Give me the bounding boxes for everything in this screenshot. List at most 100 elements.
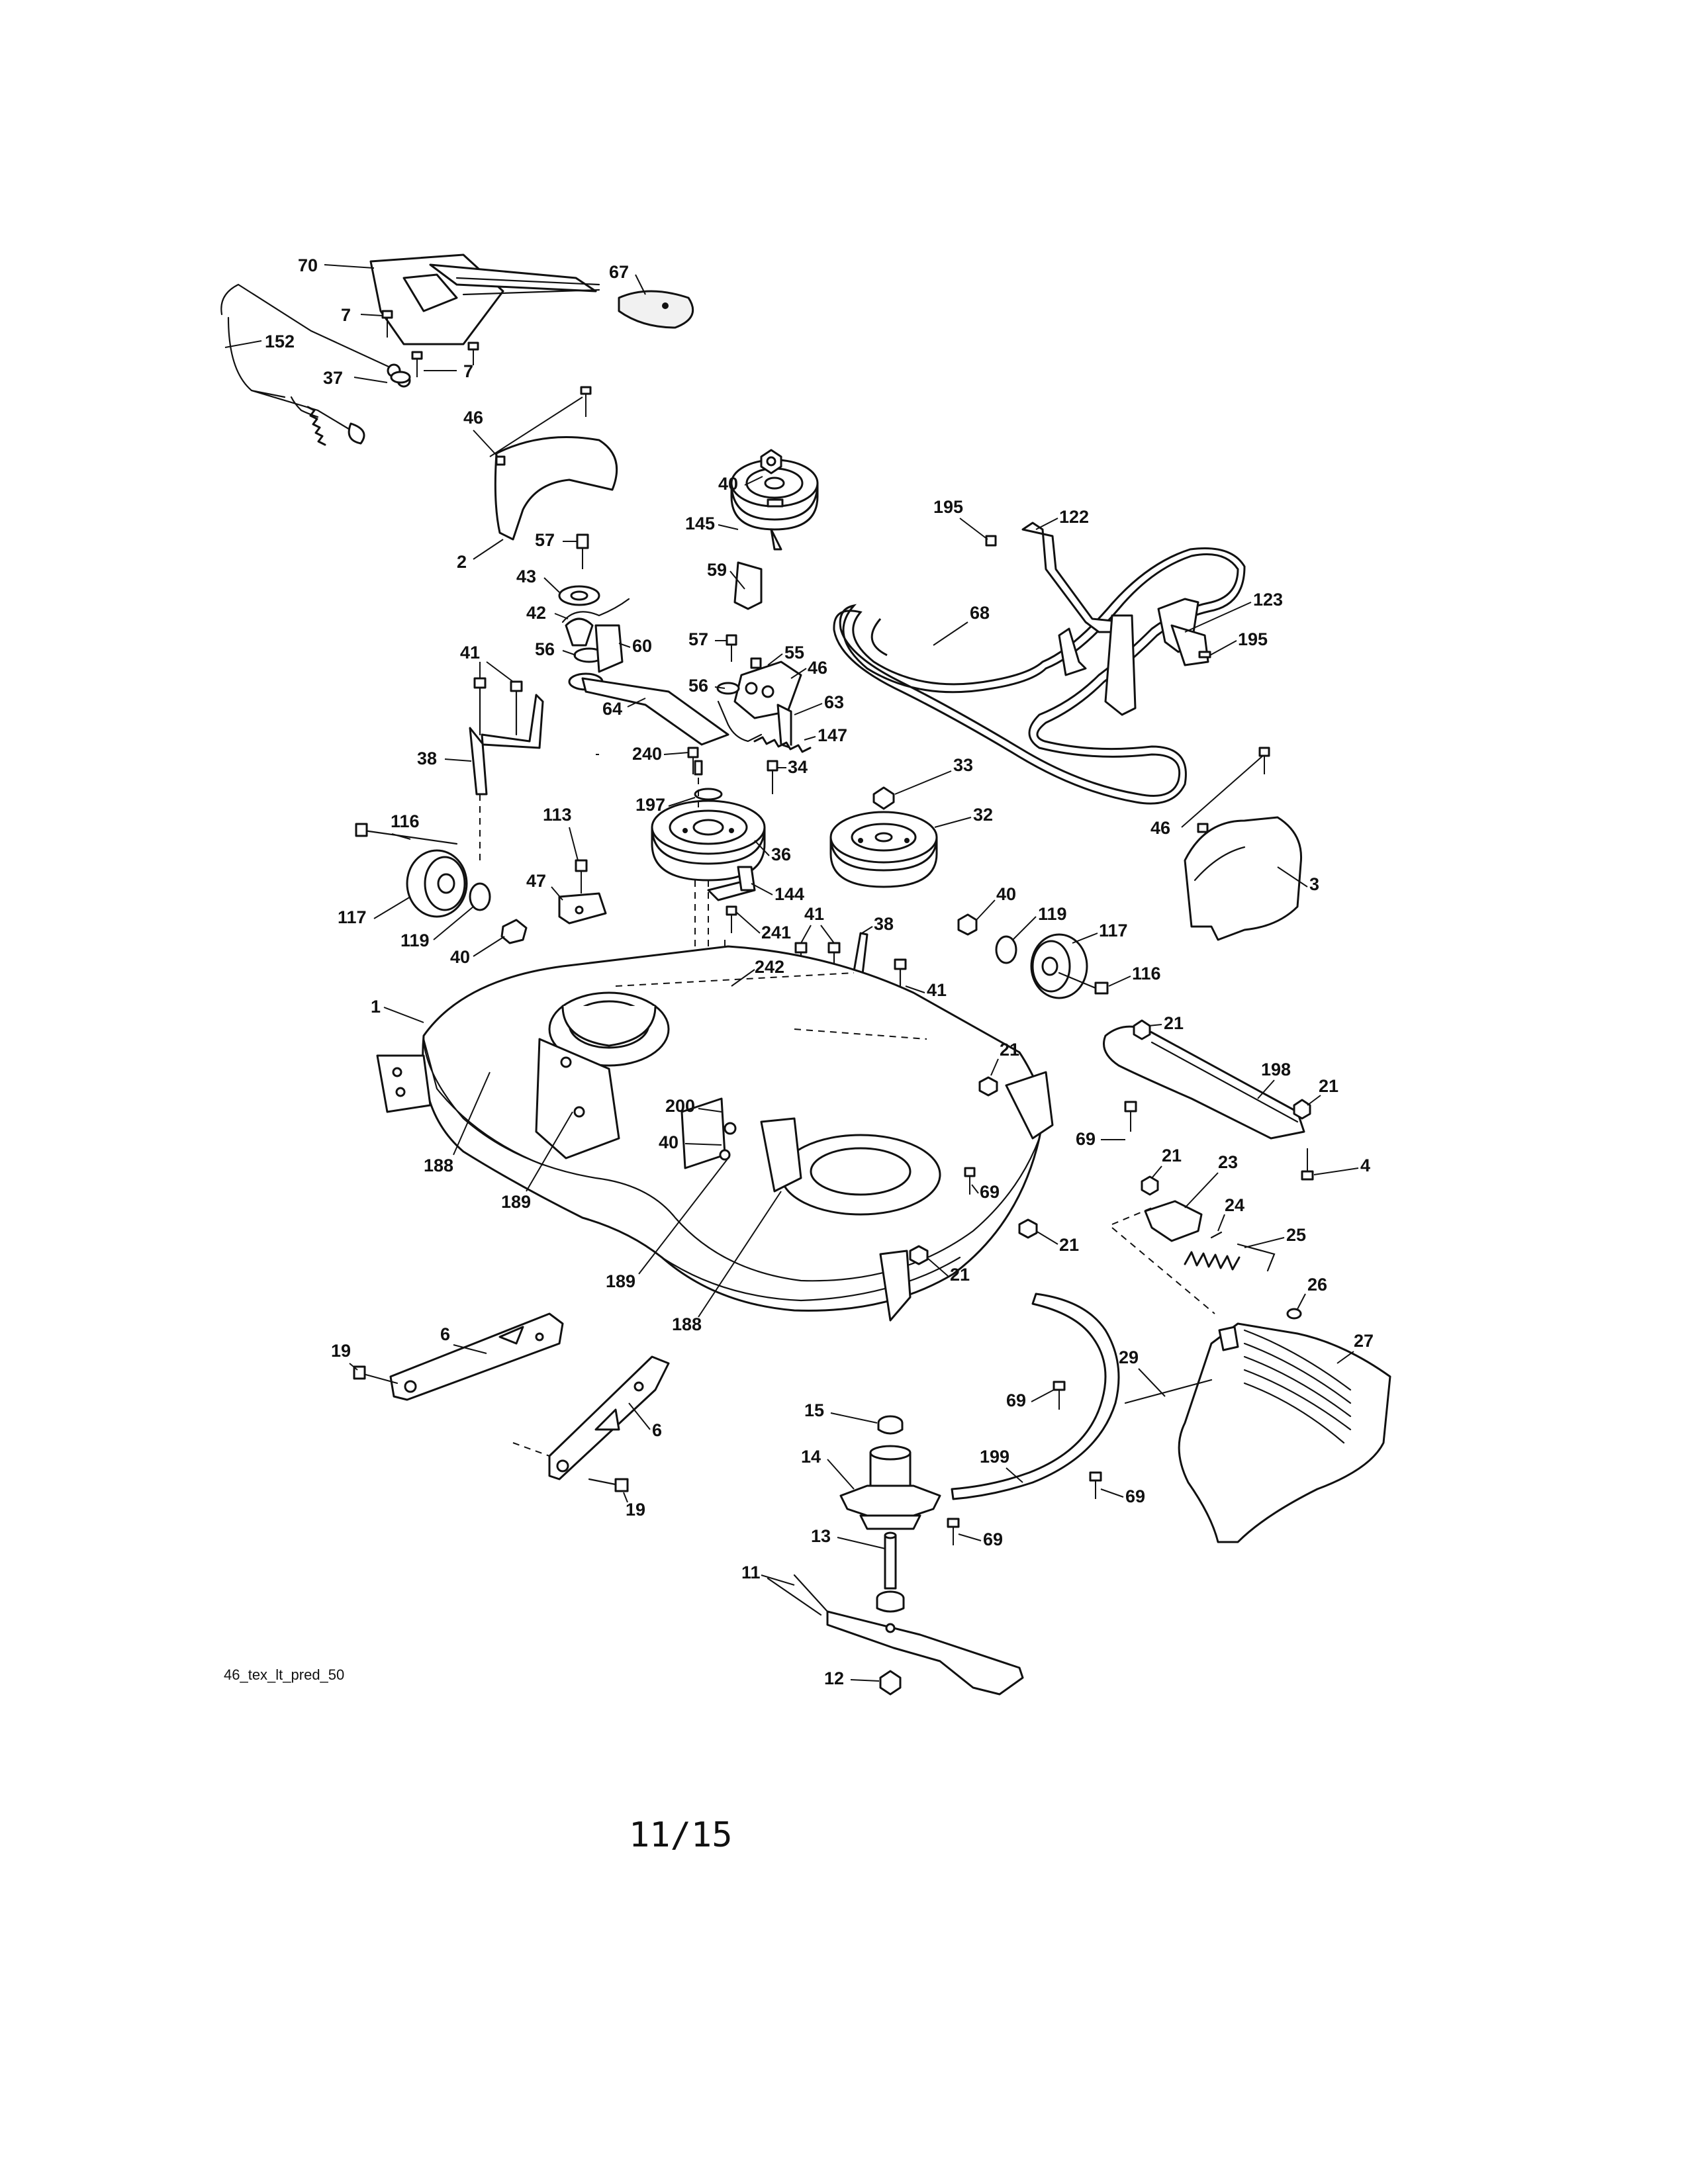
callout-56: 56: [688, 676, 708, 696]
callout-46: 46: [808, 658, 827, 678]
callout-36: 36: [771, 844, 791, 864]
callout-21: 21: [1319, 1076, 1338, 1096]
callout-119: 119: [1038, 904, 1067, 924]
bolt-7-c: [467, 341, 479, 365]
callout-70: 70: [298, 255, 318, 275]
callout-117: 117: [338, 907, 367, 927]
callout-24: 24: [1225, 1195, 1244, 1215]
deck-arm-6-lower: [512, 1355, 670, 1492]
callout-46: 46: [463, 408, 483, 428]
callout-55: 55: [784, 643, 804, 662]
callout-63: 63: [824, 692, 844, 712]
callout-189: 189: [501, 1192, 531, 1212]
callout-200: 200: [665, 1096, 695, 1116]
callout-21: 21: [1164, 1013, 1184, 1033]
belt-guides-122-123: [985, 522, 1211, 716]
callout-1: 1: [371, 997, 381, 1017]
callout-14: 14: [801, 1447, 821, 1467]
callout-2: 2: [457, 552, 467, 572]
drawing-code: 46_tex_lt_pred_50: [224, 1666, 344, 1683]
callout-197: 197: [635, 795, 665, 815]
callout-37: 37: [323, 368, 343, 388]
callout-40: 40: [718, 474, 738, 494]
callout-242: 242: [755, 957, 784, 977]
callout-147: 147: [818, 725, 847, 745]
gauge-wheel-left: [355, 823, 528, 944]
callout-240: 240: [632, 744, 662, 764]
callout-241: 241: [761, 923, 791, 942]
callout-4: 4: [1360, 1156, 1370, 1175]
callout-67: 67: [609, 262, 629, 282]
callout-38: 38: [874, 914, 894, 934]
callout-6: 6: [652, 1420, 662, 1440]
spindle-assembly: [767, 1415, 1024, 1696]
callout-59: 59: [707, 560, 727, 580]
callout-189: 189: [606, 1271, 635, 1291]
callout-21: 21: [1162, 1146, 1182, 1165]
bolt-7-a: [381, 310, 393, 338]
gauge-wheel-right: [957, 913, 1109, 999]
callout-15: 15: [804, 1400, 824, 1420]
bracket-59-55-63: [717, 561, 802, 749]
nut-40-top: [760, 449, 782, 475]
callout-122: 122: [1059, 507, 1089, 527]
callout-23: 23: [1218, 1152, 1238, 1172]
callout-3: 3: [1309, 874, 1319, 894]
adjustment-bolts-41-38-left: [469, 677, 599, 860]
callout-69: 69: [1125, 1486, 1145, 1506]
callout-21: 21: [1059, 1235, 1079, 1255]
deck-belt-68: [833, 547, 1246, 805]
callout-7: 7: [463, 361, 473, 381]
callout-42: 42: [526, 603, 546, 623]
callout-69: 69: [1076, 1129, 1096, 1149]
callout-47: 47: [526, 871, 546, 891]
callout-38: 38: [417, 749, 437, 768]
spring-147: [753, 736, 812, 753]
callout-19: 19: [626, 1500, 645, 1520]
callout-188: 188: [424, 1156, 453, 1175]
callout-116: 116: [391, 811, 420, 831]
baffle-198: [1103, 1019, 1314, 1181]
callout-32: 32: [973, 805, 993, 825]
callout-68: 68: [970, 603, 990, 623]
callout-57: 57: [688, 629, 708, 649]
callout-43: 43: [516, 567, 536, 586]
bolt-7-b: [411, 351, 423, 377]
pulley-36: [651, 760, 766, 1013]
callout-195: 195: [933, 497, 963, 517]
discharge-chute-27: [1124, 1322, 1391, 1543]
callout-40: 40: [659, 1132, 679, 1152]
callout-40: 40: [996, 884, 1016, 904]
callout-152: 152: [265, 332, 295, 351]
callout-145: 145: [685, 514, 715, 533]
callout-69: 69: [983, 1529, 1003, 1549]
lift-rod-spring: [290, 396, 326, 446]
callout-21: 21: [1000, 1040, 1019, 1060]
callout-116: 116: [1132, 964, 1161, 983]
callout-34: 34: [788, 757, 808, 777]
callout-11: 11: [741, 1563, 761, 1582]
callout-199: 199: [980, 1447, 1009, 1467]
callout-195: 195: [1238, 629, 1268, 649]
callout-21: 21: [950, 1265, 970, 1285]
pulley-32: [829, 786, 938, 888]
callout-119: 119: [400, 931, 430, 950]
callout-113: 113: [543, 805, 572, 825]
callout-41: 41: [460, 643, 480, 662]
callout-46: 46: [1150, 818, 1170, 838]
callout-26: 26: [1307, 1275, 1327, 1295]
callout-25: 25: [1286, 1225, 1306, 1245]
callout-188: 188: [672, 1314, 702, 1334]
callout-13: 13: [811, 1526, 831, 1546]
deck-arm-6-upper: [353, 1312, 564, 1401]
callout-198: 198: [1261, 1060, 1291, 1079]
idler-arm-assembly: [558, 533, 729, 746]
callout-6: 6: [440, 1324, 450, 1344]
callout-117: 117: [1099, 921, 1128, 940]
deflector-199: [947, 1293, 1120, 1545]
callout-56: 56: [535, 639, 555, 659]
callout-41: 41: [804, 904, 824, 924]
callout-29: 29: [1119, 1347, 1139, 1367]
callout-64: 64: [602, 699, 622, 719]
